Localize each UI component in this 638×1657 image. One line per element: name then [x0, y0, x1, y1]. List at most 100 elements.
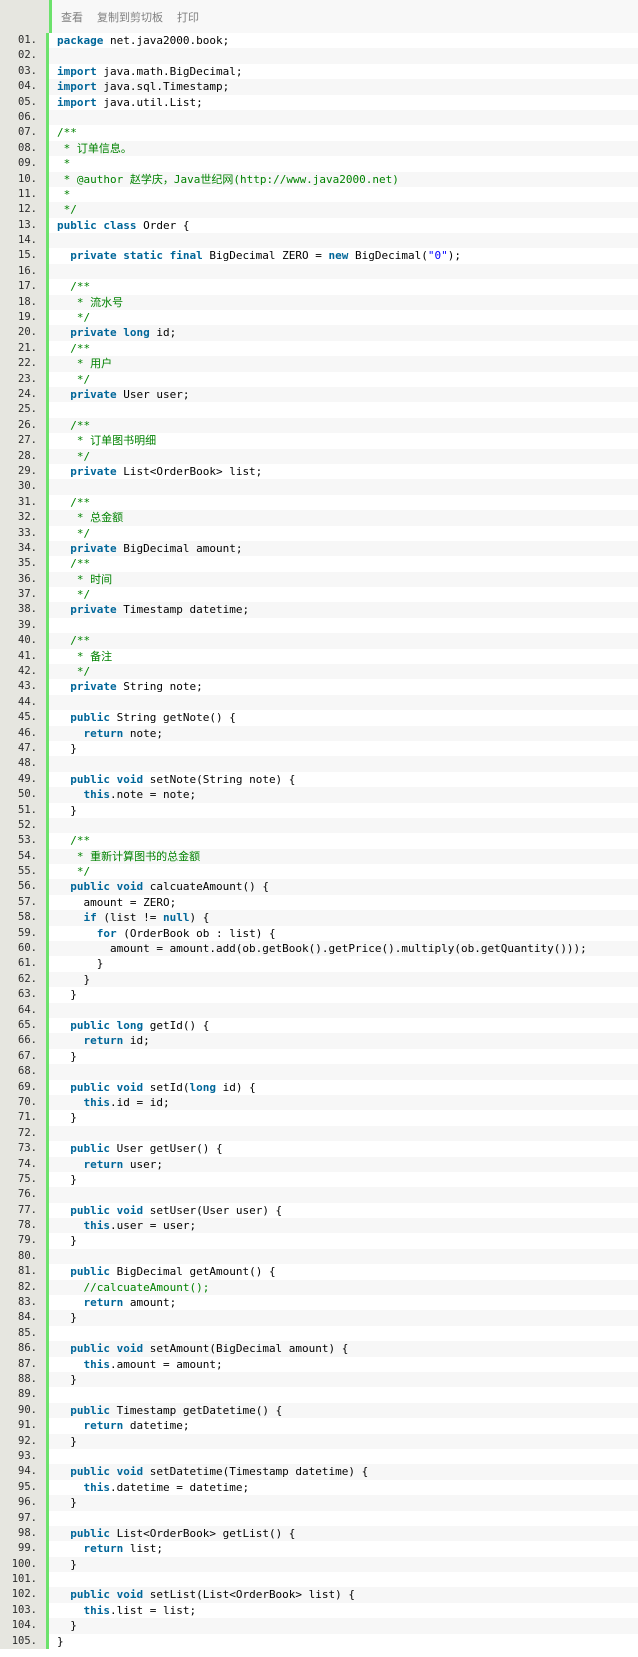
line-number: 32.	[0, 510, 49, 526]
code-token	[57, 1465, 70, 1478]
code-text: }	[49, 1618, 638, 1634]
code-comment: * 重新计算图书的总金额	[57, 849, 201, 863]
code-text: }	[49, 1495, 638, 1511]
line-number: 80.	[0, 1248, 49, 1265]
code-text: /**	[49, 340, 638, 357]
code-text: this.id = id;	[49, 1094, 638, 1111]
line-number: 73.	[0, 1141, 49, 1157]
code-token: }	[57, 1634, 64, 1648]
code-text: }	[49, 1171, 638, 1188]
code-token: user;	[123, 1157, 163, 1171]
code-comment: */	[57, 865, 91, 879]
code-text: * 订单信息。	[49, 140, 638, 157]
code-line: 38. private Timestamp datetime;	[0, 602, 638, 618]
code-text: }	[49, 1433, 638, 1449]
view-link[interactable]: 查看	[61, 10, 83, 24]
code-token	[57, 1204, 70, 1217]
code-text: amount = ZERO;	[49, 894, 638, 911]
code-token: Order {	[136, 218, 190, 232]
line-number: 47.	[0, 740, 49, 757]
code-line: 37. */	[0, 587, 638, 603]
code-comment: */	[57, 526, 91, 540]
code-line: 13.public class Order {	[0, 217, 638, 234]
code-token: BigDecimal(	[348, 249, 428, 263]
code-line: 18. * 流水号	[0, 294, 638, 311]
code-token: }	[57, 1496, 77, 1510]
line-number: 12.	[0, 202, 49, 218]
line-number: 87.	[0, 1356, 49, 1372]
code-token	[57, 1604, 84, 1617]
code-line: 42. */	[0, 664, 638, 680]
code-text	[49, 1064, 638, 1080]
code-text: }	[49, 956, 638, 972]
code-text	[49, 109, 638, 126]
code-text: */	[49, 664, 638, 680]
code-line: 28. */	[0, 448, 638, 464]
code-text	[49, 817, 638, 834]
code-text: }	[49, 971, 638, 988]
code-text: this.user = user;	[49, 1218, 638, 1234]
line-number: 104.	[0, 1618, 49, 1634]
line-number: 37.	[0, 587, 49, 603]
code-token: List<OrderBook> getList() {	[110, 1526, 296, 1540]
code-line: 26. /**	[0, 417, 638, 434]
code-line: 81. public BigDecimal getAmount() {	[0, 1264, 638, 1280]
code-token: }	[57, 1111, 77, 1125]
code-text: }	[49, 1371, 638, 1388]
code-line: 54. * 重新计算图书的总金额	[0, 848, 638, 865]
code-line: 50. this.note = note;	[0, 787, 638, 803]
code-token: net.java2000.book;	[103, 34, 230, 47]
code-line: 15. private static final BigDecimal ZERO…	[0, 248, 638, 264]
copy-to-clipboard-link[interactable]: 复制到剪切板	[97, 10, 163, 24]
code-line: 56. public void calcuateAmount() {	[0, 879, 638, 895]
code-token: setNote(String note) {	[143, 772, 296, 786]
code-keyword: public	[70, 1526, 110, 1540]
line-number: 91.	[0, 1418, 49, 1434]
line-number: 25.	[0, 402, 49, 418]
line-number: 65.	[0, 1018, 49, 1034]
print-link[interactable]: 打印	[177, 10, 199, 24]
code-token	[57, 1481, 84, 1494]
code-line: 43. private String note;	[0, 679, 638, 695]
code-token: }	[57, 1434, 77, 1448]
code-text	[49, 617, 638, 634]
code-comment: /**	[57, 495, 91, 509]
line-number: 77.	[0, 1202, 49, 1219]
code-line: 58. if (list != null) {	[0, 910, 638, 926]
code-token	[57, 1542, 84, 1555]
code-line: 95. this.datetime = datetime;	[0, 1479, 638, 1496]
code-token: .list = list;	[110, 1603, 197, 1617]
code-line: 103. this.list = list;	[0, 1602, 638, 1619]
code-token: }	[57, 1372, 77, 1386]
code-line: 88. }	[0, 1371, 638, 1388]
line-number: 51.	[0, 802, 49, 818]
code-keyword: public	[70, 711, 110, 725]
code-token	[57, 1019, 70, 1032]
code-text: */	[49, 864, 638, 880]
line-number: 09.	[0, 156, 49, 172]
code-text: return id;	[49, 1033, 638, 1049]
code-line: 40. /**	[0, 633, 638, 649]
code-text: private User user;	[49, 386, 638, 403]
code-keyword: return	[83, 1296, 124, 1310]
line-number: 04.	[0, 79, 49, 95]
code-token	[57, 542, 70, 555]
line-number: 02.	[0, 48, 49, 64]
line-number: 97.	[0, 1510, 49, 1526]
code-keyword: public void	[70, 1203, 144, 1217]
line-number: 43.	[0, 679, 49, 695]
code-text: return note;	[49, 725, 638, 741]
line-number: 31.	[0, 494, 49, 511]
line-number: 55.	[0, 864, 49, 880]
code-toolbar: 查看 复制到剪切板 打印	[0, 0, 638, 33]
code-keyword: public void	[70, 1080, 144, 1094]
code-text: */	[49, 587, 638, 603]
code-text: import java.sql.Timestamp;	[49, 79, 638, 95]
code-comment: *	[57, 157, 71, 171]
line-number: 17.	[0, 279, 49, 295]
code-line: 93.	[0, 1448, 638, 1465]
code-token	[57, 773, 70, 786]
code-line: 68.	[0, 1064, 638, 1080]
code-text: return amount;	[49, 1295, 638, 1311]
code-text: public void setAmount(BigDecimal amount)…	[49, 1341, 638, 1357]
